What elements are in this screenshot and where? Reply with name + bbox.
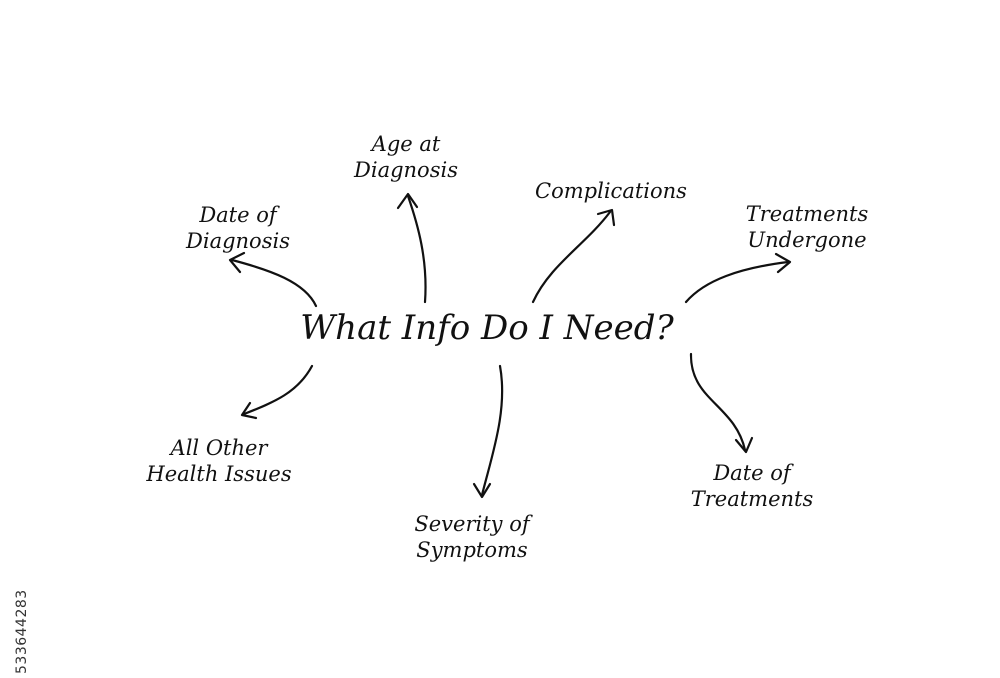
arrowhead-age-at-diagnosis (396, 192, 419, 210)
node-date-of-diagnosis-line-1: Date of (199, 203, 277, 227)
arrowhead-complications (596, 208, 616, 227)
arrow-severity-of-symptoms (480, 364, 504, 497)
node-date-of-treatments-line-1: Date of (713, 461, 791, 485)
arrowhead-severity-of-symptoms (472, 482, 492, 499)
node-treatments-undergone: Treatments Undergone (746, 201, 869, 253)
node-age-at-diagnosis: Age at Diagnosis (354, 131, 458, 183)
node-age-at-diagnosis-line-1: Age at (371, 132, 441, 156)
node-age-at-diagnosis-line-2: Diagnosis (354, 158, 458, 182)
node-date-of-treatments: Date of Treatments (691, 460, 814, 512)
arrowhead-treatments-undergone (774, 252, 792, 274)
arrowhead-all-other-health-issues (240, 401, 258, 420)
arrow-treatments-undergone (684, 260, 790, 304)
node-all-other-health-issues-line-2: Health Issues (146, 462, 292, 486)
node-date-of-diagnosis-line-2: Diagnosis (186, 229, 290, 253)
node-date-of-diagnosis: Date of Diagnosis (186, 202, 290, 254)
node-all-other-health-issues-line-1: All Other (170, 436, 268, 460)
arrowhead-date-of-diagnosis (228, 251, 246, 274)
node-all-other-health-issues: All Other Health Issues (146, 435, 291, 487)
node-severity-of-symptoms-line-1: Severity of (414, 512, 530, 536)
arrow-complications (531, 210, 612, 304)
arrow-all-other-health-issues (242, 364, 314, 416)
arrow-age-at-diagnosis (406, 194, 427, 304)
node-treatments-undergone-line-1: Treatments (745, 202, 869, 226)
node-complications: Complications (535, 178, 687, 204)
diagram-title: What Info Do I Need? (300, 308, 674, 348)
arrowhead-date-of-treatments (734, 436, 754, 454)
node-complications-line-1: Complications (535, 179, 687, 203)
stock-image-id: 533644283 (14, 589, 30, 674)
node-treatments-undergone-line-2: Undergone (747, 228, 867, 252)
node-severity-of-symptoms-line-2: Symptoms (416, 538, 528, 562)
node-severity-of-symptoms: Severity of Symptoms (414, 511, 529, 563)
arrow-date-of-treatments (689, 352, 747, 452)
arrow-date-of-diagnosis (230, 258, 318, 308)
node-date-of-treatments-line-2: Treatments (690, 487, 814, 511)
